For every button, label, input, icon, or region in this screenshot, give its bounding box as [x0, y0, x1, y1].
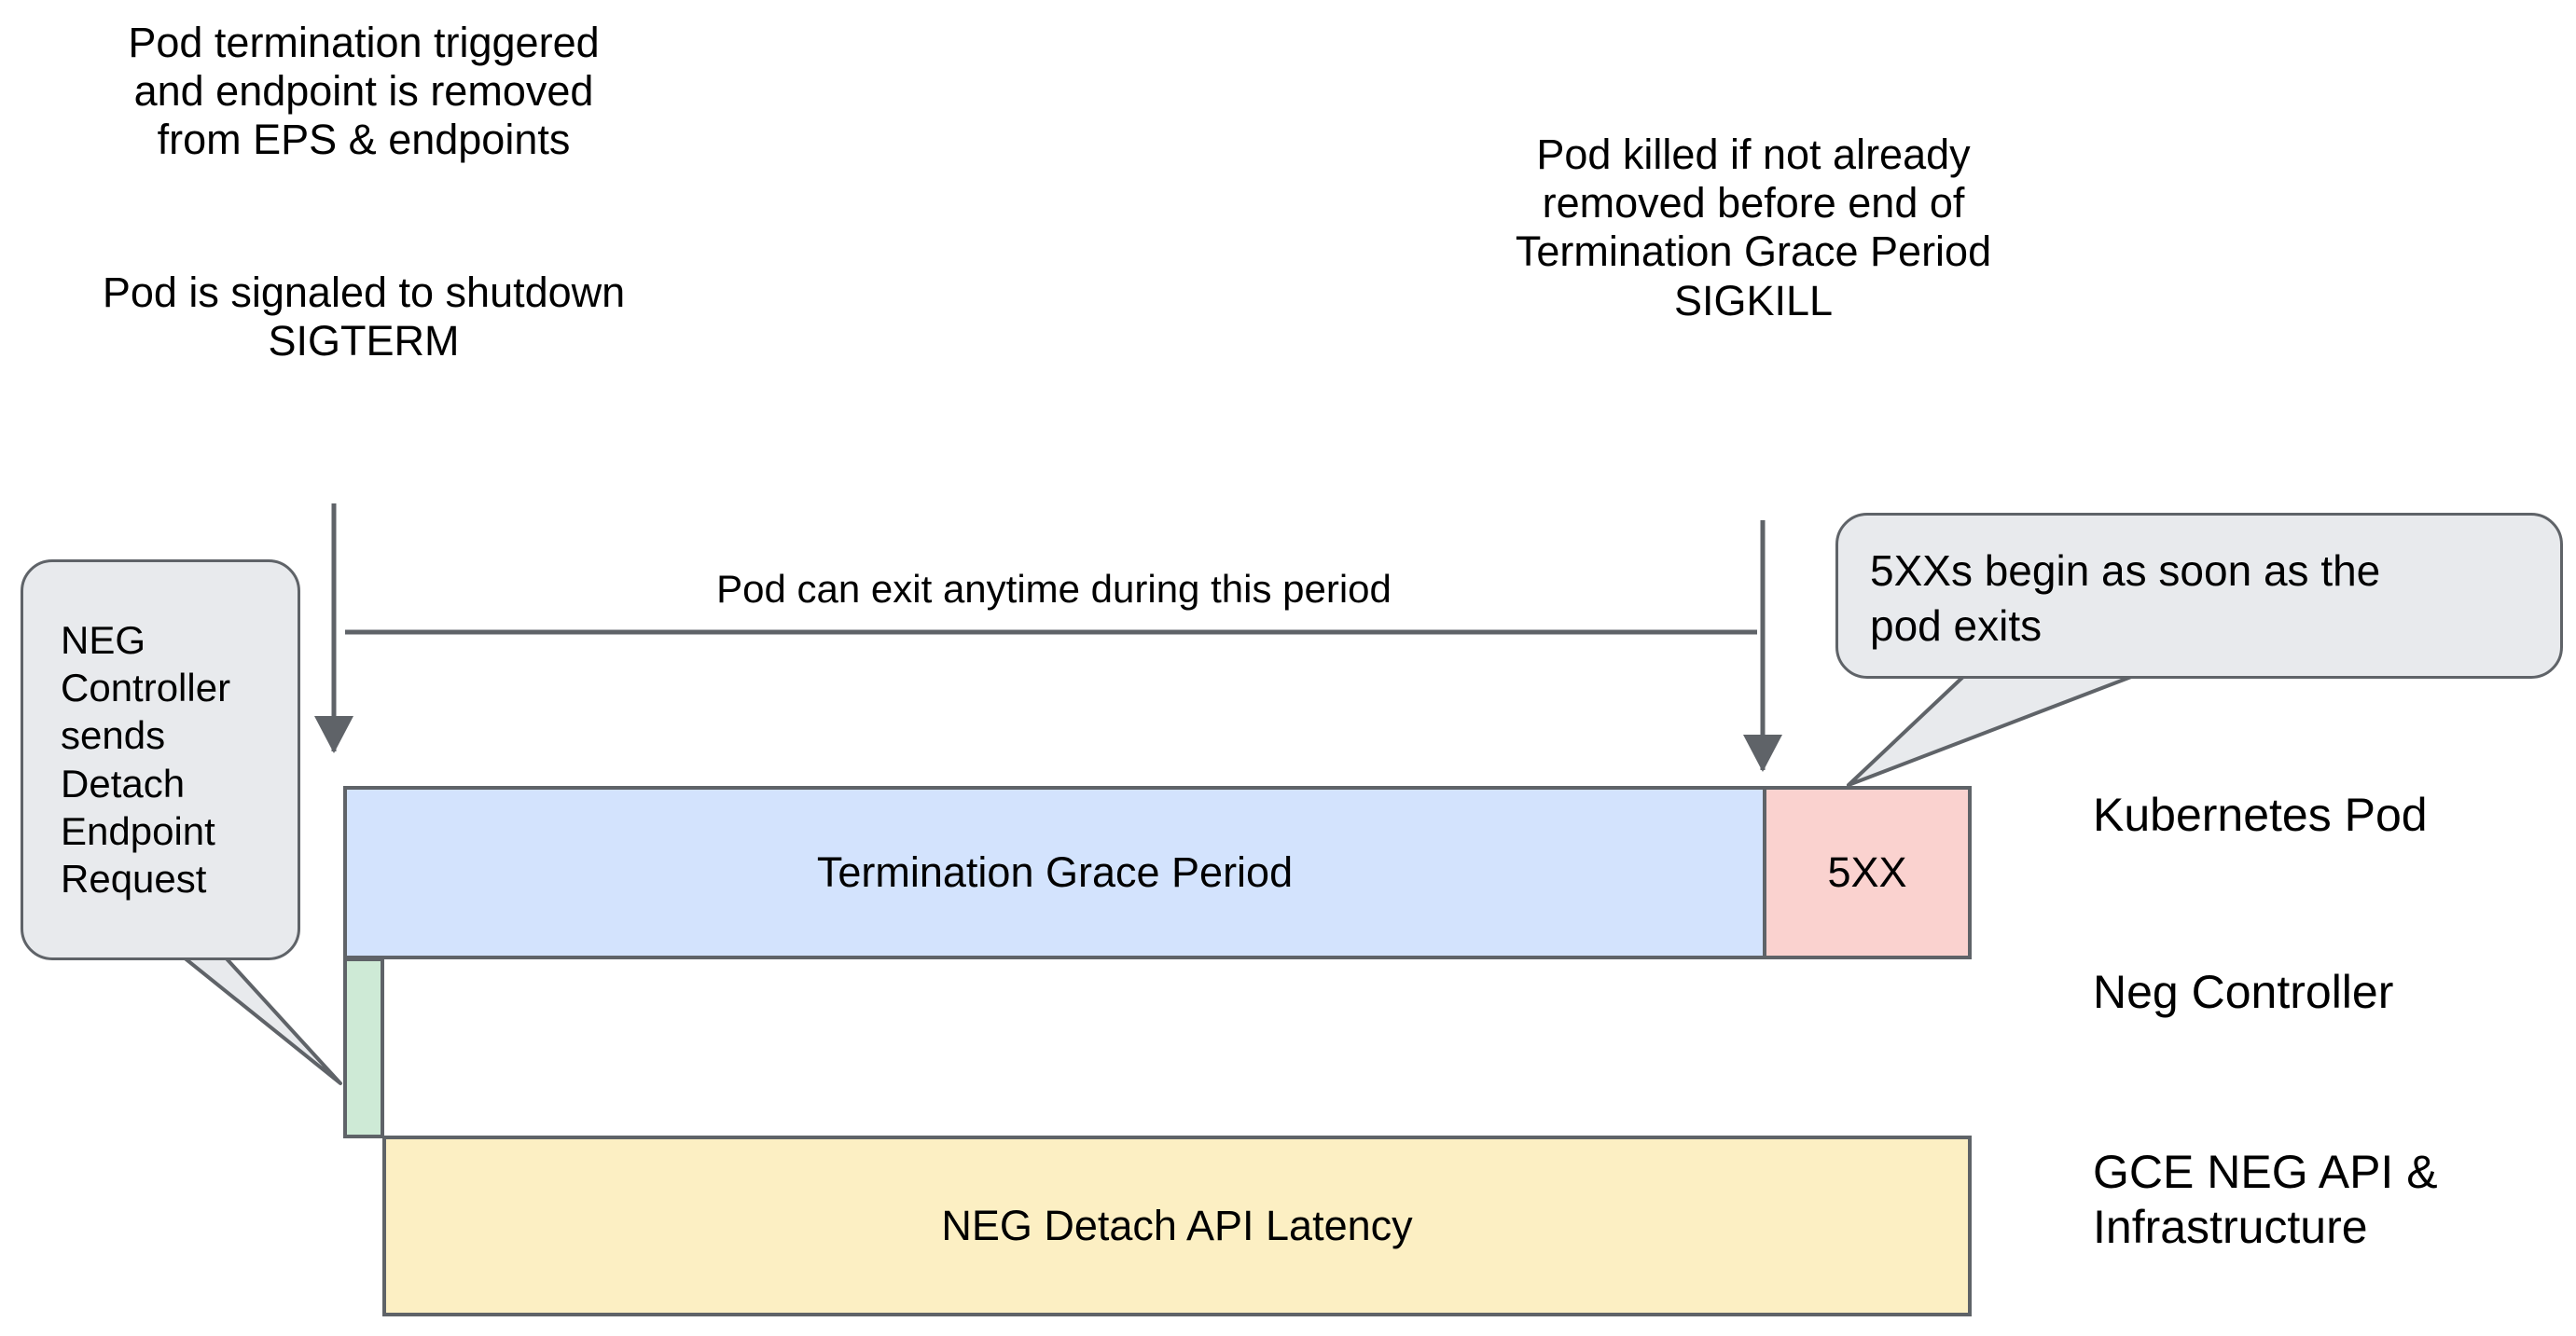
bar-termination-grace-period-label: Termination Grace Period	[816, 848, 1294, 896]
lane-label-gce-neg-api: GCE NEG API & Infrastructure	[2093, 1146, 2438, 1253]
bar-neg-detach-api-latency[interactable]: NEG Detach API Latency	[382, 1136, 1972, 1316]
lane-label-kubernetes-pod: Kubernetes Pod	[2093, 789, 2428, 841]
bar-neg-detach-api-latency-label: NEG Detach API Latency	[941, 1202, 1413, 1249]
neg-controller-bubble-text: NEG Controller sends Detach Endpoint Req…	[61, 618, 231, 902]
bar-five-xx-label: 5XX	[1827, 848, 1907, 896]
five-xx-bubble-tail	[1847, 672, 2133, 787]
left-note-secondary: Pod is signaled to shutdown SIGTERM	[102, 269, 626, 365]
bar-five-xx[interactable]: 5XX	[1763, 786, 1972, 959]
bar-termination-grace-period[interactable]: Termination Grace Period	[343, 786, 1766, 959]
exit-window-label: Pod can exit anytime during this period	[716, 567, 1392, 611]
lane-label-neg-controller: Neg Controller	[2093, 966, 2394, 1018]
right-note: Pod killed if not already removed before…	[1515, 131, 1992, 324]
neg-controller-bubble[interactable]: NEG Controller sends Detach Endpoint Req…	[21, 559, 300, 960]
five-xx-bubble[interactable]: 5XXs begin as soon as the pod exits	[1835, 513, 2563, 679]
neg-controller-bubble-tail	[162, 940, 342, 1085]
left-note-primary: Pod termination triggered and endpoint i…	[128, 19, 600, 164]
bar-detach-request[interactable]	[343, 957, 384, 1138]
five-xx-bubble-text: 5XXs begin as soon as the pod exits	[1870, 546, 2381, 650]
